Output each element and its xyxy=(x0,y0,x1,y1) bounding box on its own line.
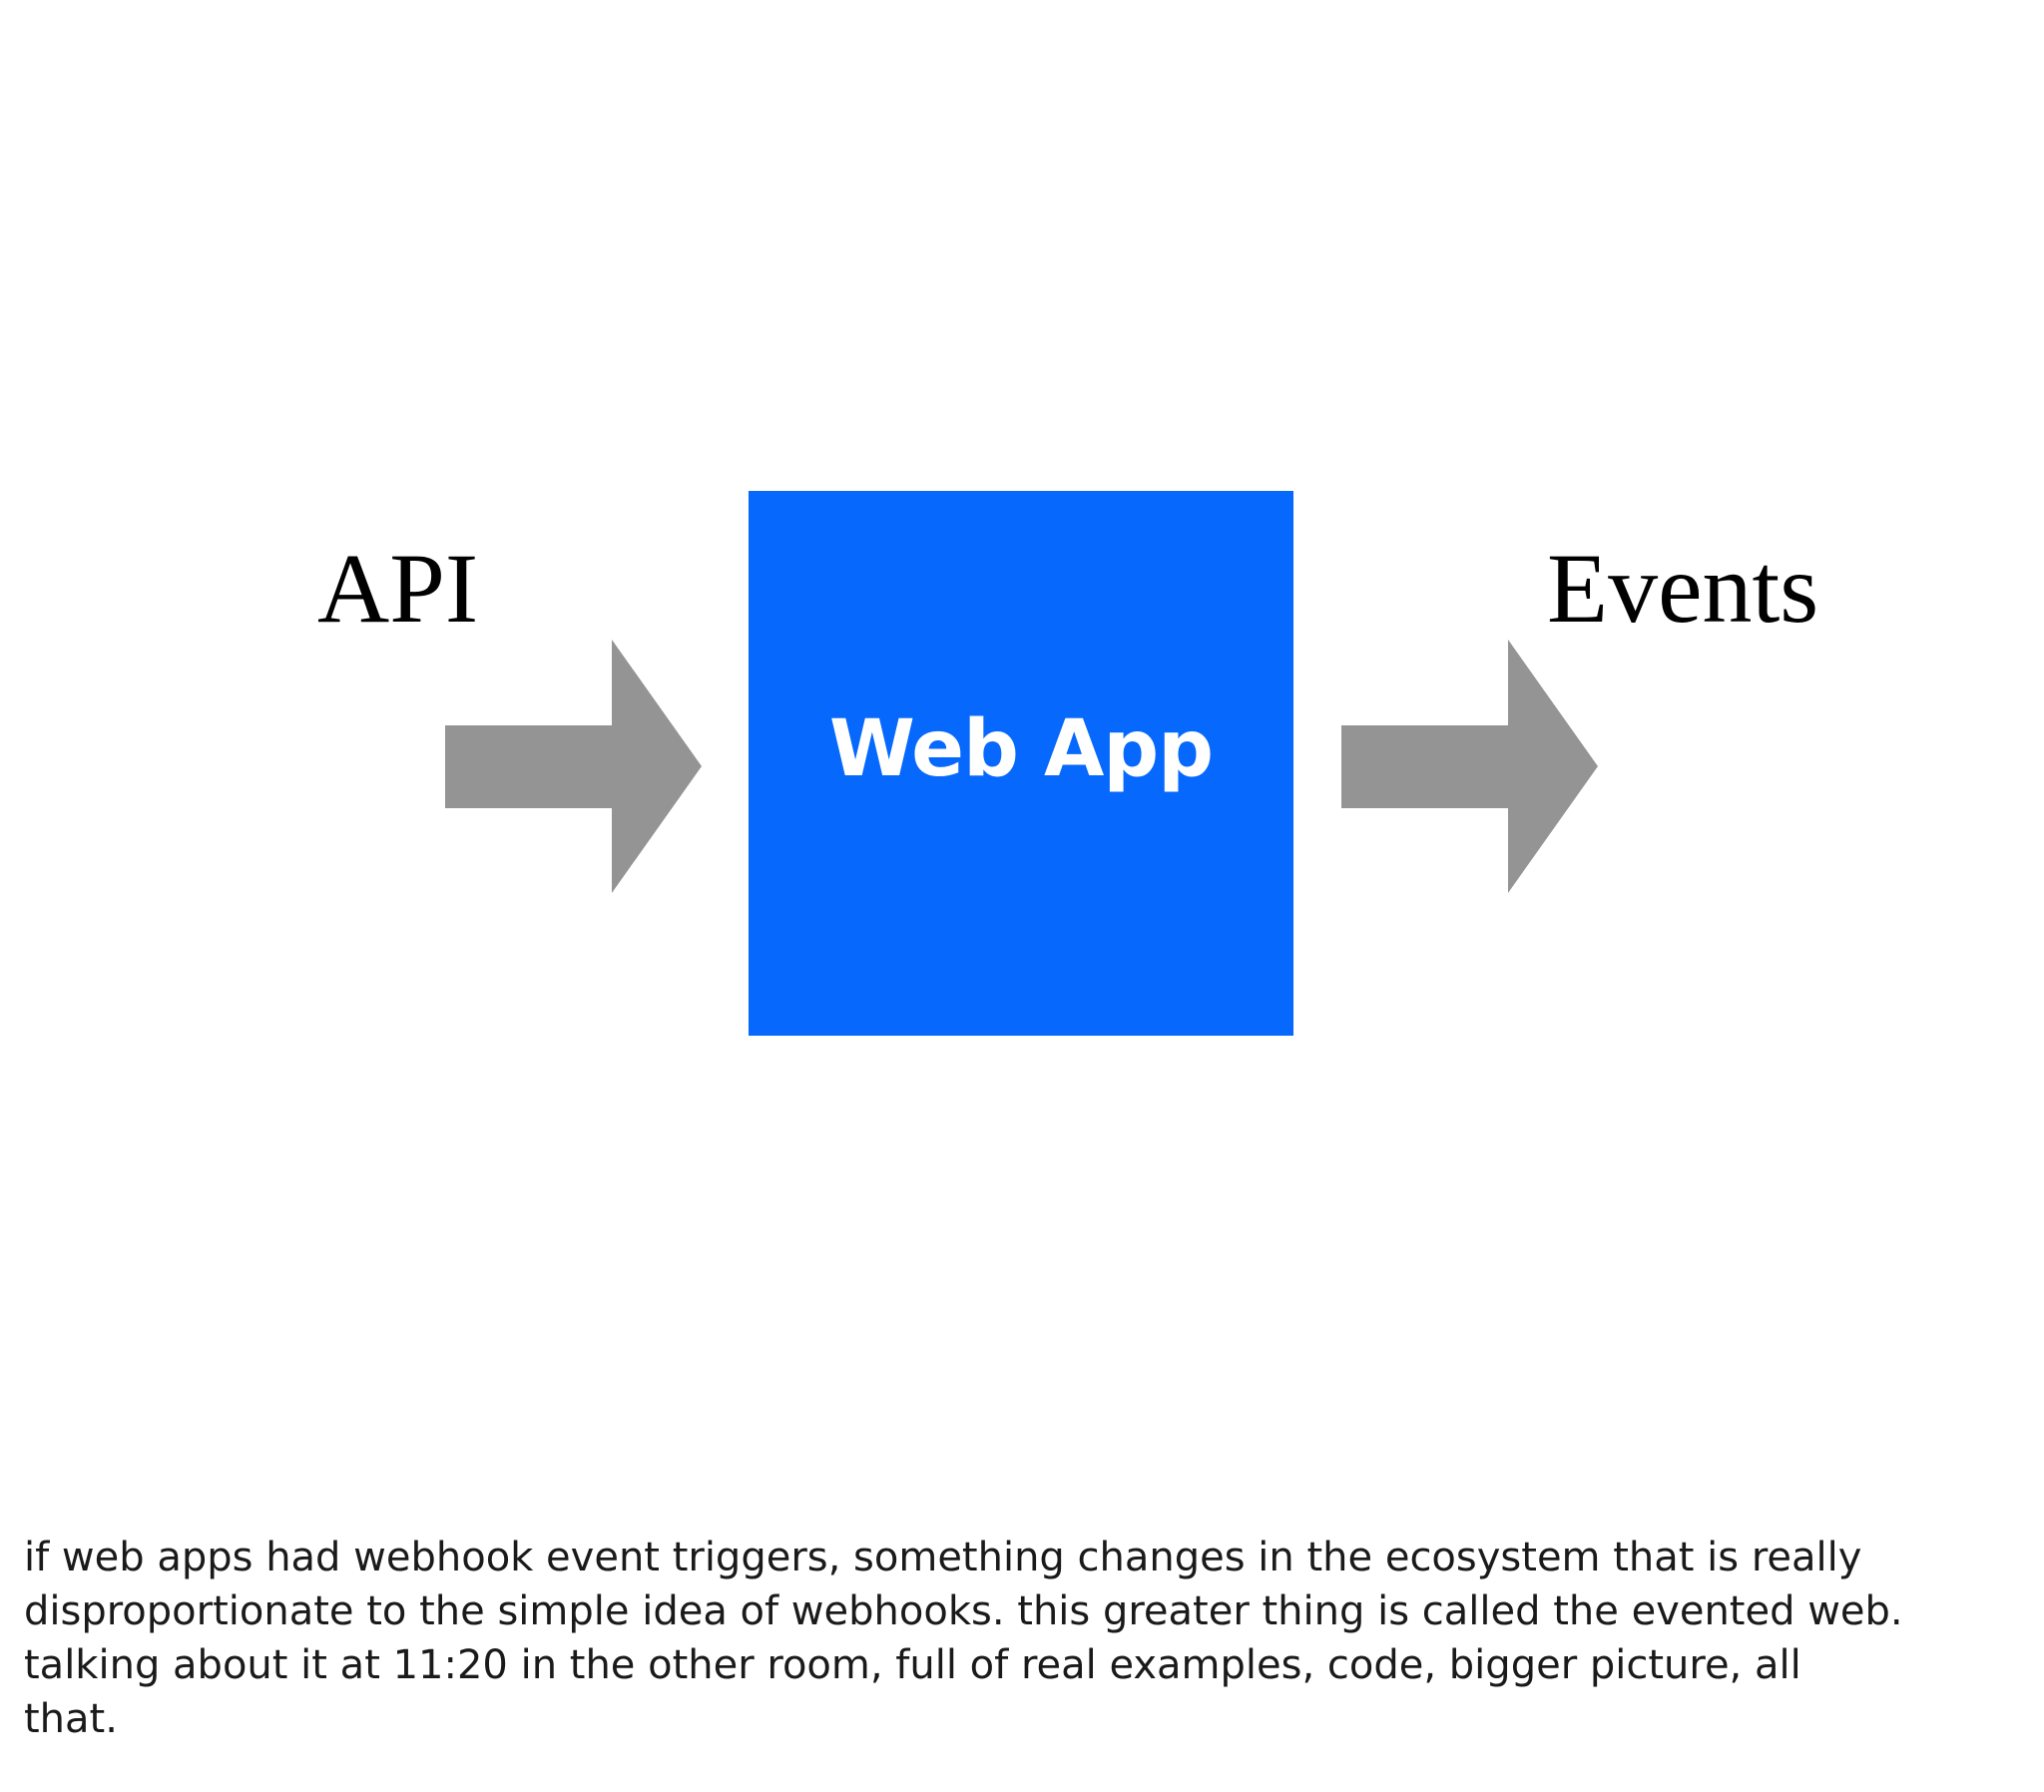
caption-line-3: talking about it at 11:20 in the other r… xyxy=(24,1642,1801,1688)
arrow-webapp-to-events-icon xyxy=(1338,637,1598,896)
caption-line-1: if web apps had webhook event triggers, … xyxy=(24,1535,1862,1580)
webhook-flow-diagram: API Web App Events xyxy=(317,491,1819,1036)
api-label: API xyxy=(317,533,479,644)
web-app-node: Web App xyxy=(749,491,1293,1036)
caption-line-4: that. xyxy=(24,1696,118,1742)
caption-line-2: disproportionate to the simple idea of w… xyxy=(24,1588,1903,1634)
arrow-api-to-webapp-icon xyxy=(442,637,702,896)
web-app-label: Web App xyxy=(828,704,1214,794)
caption-text: if web apps had webhook event triggers, … xyxy=(24,1531,2010,1746)
events-label: Events xyxy=(1547,533,1819,644)
